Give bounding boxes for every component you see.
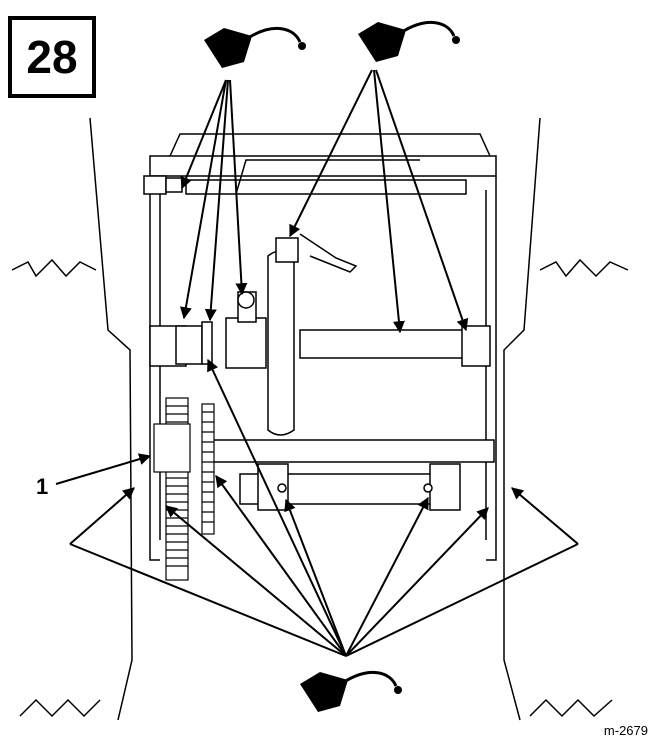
reference-code: m-2679 <box>603 723 648 738</box>
left-wheel <box>11 117 133 721</box>
machine-frame <box>149 133 497 561</box>
lower-crossbar <box>211 439 495 511</box>
callout-1-leader <box>55 453 152 485</box>
lube-arrows-upper-left <box>179 79 248 322</box>
oil-can-icon <box>356 20 462 64</box>
callout-label-1: 1 <box>36 474 49 499</box>
figure-number-box: 28 <box>8 16 96 98</box>
oil-can-icon <box>298 670 404 714</box>
axle-shaft <box>149 317 491 369</box>
oil-can-icon <box>202 26 308 70</box>
lube-arrows-bottom <box>69 358 579 657</box>
lube-arrows-upper-right <box>289 69 469 334</box>
right-wheel <box>503 117 629 721</box>
drive-pulley <box>267 233 358 436</box>
chain-drive <box>153 397 215 581</box>
figure-number: 28 <box>26 31 78 83</box>
